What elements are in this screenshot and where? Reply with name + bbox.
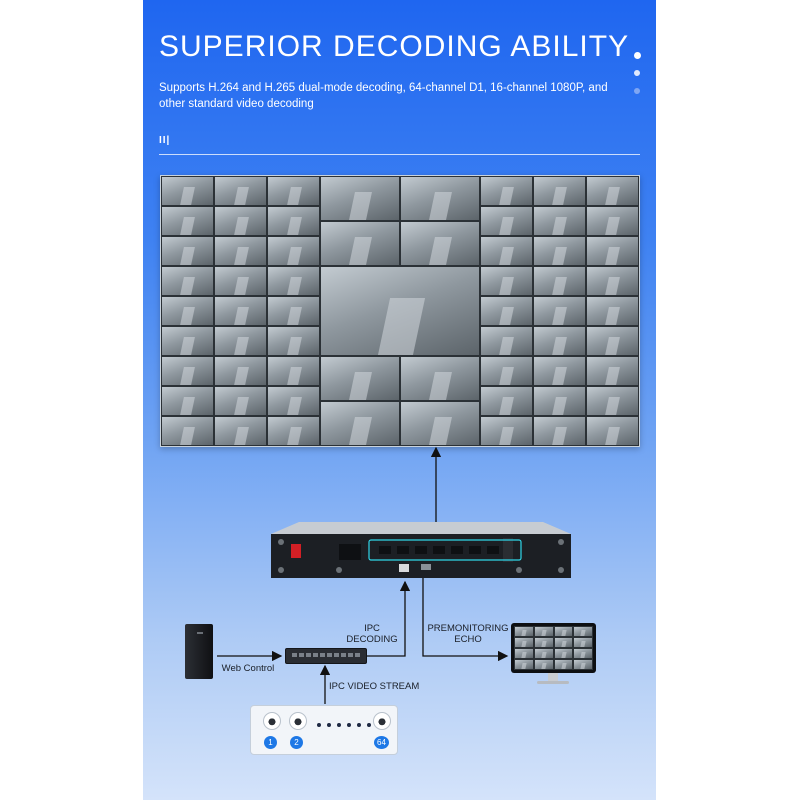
monitor-stand (548, 673, 558, 681)
diagram-connections (217, 446, 509, 704)
video-tile (320, 176, 400, 221)
video-tile (214, 356, 268, 386)
pager-dot-3[interactable] (634, 88, 640, 94)
monitor-tile (553, 659, 574, 670)
arrow-switch-to-decoder (367, 580, 411, 657)
video-tile (320, 401, 400, 446)
video-tile (161, 356, 215, 386)
monitor-tile (573, 648, 593, 659)
video-tile (267, 296, 321, 326)
video-tile (320, 266, 480, 356)
ipc-decoding-label: IPC DECODING (346, 623, 398, 645)
camera-badge-2: 2 (290, 736, 303, 749)
ipc-video-stream-label: IPC VIDEO STREAM (329, 681, 420, 692)
pager-dot-1[interactable] (634, 52, 641, 59)
video-tile (267, 386, 321, 416)
camera-icon (263, 712, 281, 730)
video-tile (479, 236, 533, 266)
video-tile (214, 386, 268, 416)
ip-cameras-group: 1 2 64 (250, 705, 398, 755)
premonitoring-monitor (511, 623, 596, 673)
video-tile (161, 266, 215, 296)
video-tile (161, 416, 215, 446)
web-control-label: Web Control (221, 663, 275, 674)
camera-icon (373, 712, 391, 730)
monitor-tile (553, 637, 574, 648)
monitor-tile (533, 659, 554, 670)
video-tile (479, 386, 533, 416)
monitor-tile (514, 637, 534, 648)
monitor-tile (533, 637, 554, 648)
arrow-decoder-to-monitor (422, 578, 509, 662)
camera-icon (289, 712, 307, 730)
monitor-screen (514, 626, 593, 670)
video-tile (267, 206, 321, 236)
video-tile (585, 296, 639, 326)
video-tile (214, 416, 268, 446)
monitor-tile (533, 626, 554, 637)
monitor-base (537, 681, 569, 684)
video-tile (532, 236, 586, 266)
video-tile (585, 416, 639, 446)
header-divider (159, 154, 640, 155)
promo-panel: SUPERIOR DECODING ABILITY Supports H.264… (143, 0, 656, 800)
monitor-tile (533, 648, 554, 659)
web-control-pc (185, 624, 213, 679)
video-tile (585, 356, 639, 386)
monitor-tile (514, 659, 534, 670)
video-tile (479, 416, 533, 446)
monitor-tile (573, 659, 593, 670)
monitor-tile (553, 626, 574, 637)
monitor-tile (514, 626, 534, 637)
video-tile (267, 416, 321, 446)
video-tile (585, 266, 639, 296)
camera-badge-1: 1 (264, 736, 277, 749)
video-tile (400, 401, 480, 446)
page-subtitle: Supports H.264 and H.265 dual-mode decod… (159, 82, 608, 110)
logo-mark: II| (159, 135, 171, 146)
video-tile (532, 206, 586, 236)
video-wall (160, 175, 640, 447)
page-title: SUPERIOR DECODING ABILITY (159, 30, 630, 63)
monitor-tile (573, 637, 593, 648)
network-switch (285, 648, 367, 664)
monitor-tile (573, 626, 593, 637)
video-tile (532, 266, 586, 296)
monitor-tile (553, 648, 574, 659)
video-tile (585, 176, 639, 206)
monitor-tile (514, 648, 534, 659)
camera-badge-64: 64 (374, 736, 389, 749)
pager-dot-2[interactable] (634, 70, 640, 76)
decoder-device (271, 522, 571, 578)
video-tile (532, 176, 586, 206)
video-tile (532, 356, 586, 386)
video-tile (532, 416, 586, 446)
video-tile (479, 176, 533, 206)
premonitoring-echo-label: PREMONITORING ECHO (427, 623, 509, 645)
